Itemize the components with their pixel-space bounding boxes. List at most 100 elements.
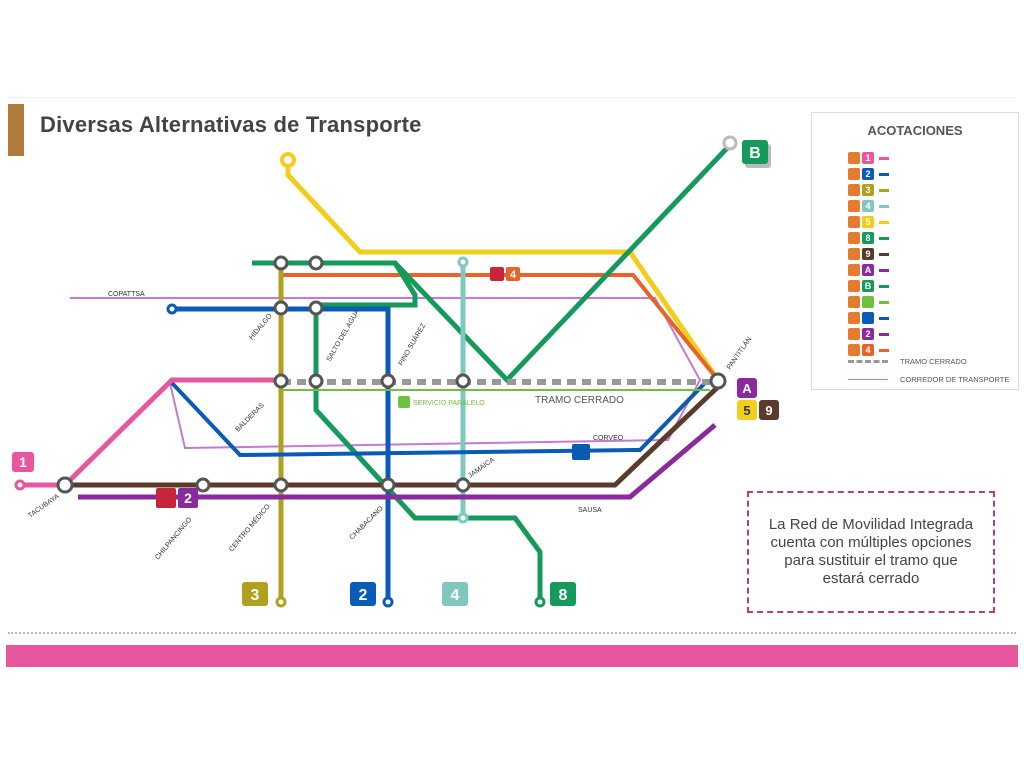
station-salto-top[interactable] [308, 255, 324, 271]
legend-line-badge: 8 [862, 232, 874, 244]
legend-row: B [848, 279, 889, 293]
legend-row [848, 295, 889, 309]
line-3-terminal[interactable] [275, 596, 287, 608]
line-b-terminal[interactable] [722, 135, 738, 151]
label-tramo: TRAMO CERRADO [535, 395, 624, 406]
legend-row: 4 [848, 199, 889, 213]
legend-row: 8 [848, 231, 889, 245]
legend-line-badge: 5 [862, 216, 874, 228]
line-5-terminal[interactable] [280, 152, 296, 168]
label-balderas: BALDERAS [234, 402, 266, 434]
legend-row: 1 [848, 151, 889, 165]
legend-row: 5 [848, 215, 889, 229]
metrobus-blue-icon [572, 444, 590, 460]
station-line8-end[interactable] [534, 596, 546, 608]
line-2-badge-text: 2 [359, 587, 368, 604]
info-box: La Red de Movilidad Integrada cuenta con… [747, 491, 995, 613]
legend-line-badge: B [862, 280, 874, 292]
line-2-terminal-top[interactable] [166, 303, 178, 315]
station-tacubaya[interactable] [56, 476, 74, 494]
line-8-badge-text: 8 [559, 587, 568, 604]
station-pantitlan[interactable] [709, 372, 727, 390]
label-salto: SALTO DEL AGUA [326, 308, 362, 363]
line-1-path [20, 377, 282, 488]
line-4-terminal-bottom[interactable] [457, 512, 469, 524]
legend-mode-icon [848, 232, 860, 244]
info-text: La Red de Movilidad Integrada cuenta con… [768, 516, 974, 587]
legend-row: 4 [848, 343, 889, 357]
station-l4-closed[interactable] [455, 373, 471, 389]
label-centro-medico: CENTRO MÉDICO [227, 501, 272, 553]
legend-row: 9 [848, 247, 889, 261]
legend-line-badge: 3 [862, 184, 874, 196]
label-pantitlan: PANTITLÁN [724, 335, 753, 371]
station-pino[interactable] [380, 373, 396, 389]
station-balderas[interactable] [273, 373, 289, 389]
line-1-terminal[interactable] [14, 479, 26, 491]
metrobus-2-path [78, 423, 717, 500]
line-9-badge[interactable] [759, 400, 779, 420]
line-4-badge-text: 4 [451, 587, 460, 604]
station-chabacano[interactable] [380, 477, 396, 493]
legend-mode-icon [848, 168, 860, 180]
station-jamaica[interactable] [455, 477, 471, 493]
legend-line-swatch [879, 204, 889, 208]
legend-mode-icon [848, 216, 860, 228]
line-4-badge[interactable] [442, 582, 468, 606]
mb2-badge [178, 488, 198, 508]
legend-line-swatch [879, 156, 889, 160]
line-2-badge[interactable] [350, 582, 376, 606]
legend-mode-icon [848, 152, 860, 164]
legend-corridor-label: CORREDOR DE TRANSPORTE [900, 375, 1010, 384]
line-2-terminal-bottom[interactable] [382, 596, 394, 608]
legend-row: 2 [848, 167, 889, 181]
station-hidalgo[interactable] [273, 300, 289, 316]
label-sausa: SAUSA [578, 507, 602, 514]
legend-mode-icon [848, 328, 860, 340]
bottom-band [6, 645, 1018, 667]
label-tacubaya: TACUBAYA [27, 493, 61, 520]
line-5-badge-text: 5 [743, 403, 750, 418]
legend-line-swatch [879, 348, 889, 352]
line-b-badge-text: B [749, 145, 761, 162]
mb4-logo [490, 267, 504, 281]
legend-line-swatch [879, 236, 889, 240]
label-servicio: SERVICIO PARALELO [413, 400, 485, 407]
station-chilpancingo[interactable] [195, 477, 211, 493]
legend-line-swatch [879, 332, 889, 336]
legend-row: 3 [848, 183, 889, 197]
station-centro-medico[interactable] [273, 477, 289, 493]
station-salto-closed[interactable] [308, 373, 324, 389]
bottom-divider [8, 632, 1016, 634]
line-1-badge[interactable] [12, 452, 34, 472]
line-4-terminal-top[interactable] [457, 256, 469, 268]
parallel-service-icon [398, 396, 410, 408]
legend-closed-swatch [848, 360, 888, 363]
legend-line-swatch [879, 300, 889, 304]
legend-row: 2 [848, 327, 889, 341]
legend-line-badge: 4 [862, 200, 874, 212]
legend-line-badge: 1 [862, 152, 874, 164]
line-8-badge[interactable] [550, 582, 576, 606]
station-salto[interactable] [308, 300, 324, 316]
mb4-badge-text: 4 [510, 269, 517, 281]
legend-mode-icon [848, 248, 860, 260]
title-accent [8, 104, 24, 156]
line-a-badge[interactable] [737, 378, 757, 398]
line-b-badge[interactable] [742, 140, 768, 164]
line-5-badge[interactable] [737, 400, 757, 420]
legend-mode-icon [848, 280, 860, 292]
line-3-badge[interactable] [242, 582, 268, 606]
legend-mode-icon [848, 184, 860, 196]
line-5-path [285, 160, 721, 382]
legend-line-swatch [879, 172, 889, 176]
legend-line-badge [862, 296, 874, 308]
line-2-path [172, 306, 391, 602]
legend-closed-label: TRAMO CERRADO [900, 357, 967, 366]
line-9-badge-text: 9 [765, 403, 772, 418]
legend-title: ACOTACIONES [867, 123, 963, 138]
station-hidalgo-top[interactable] [273, 255, 289, 271]
